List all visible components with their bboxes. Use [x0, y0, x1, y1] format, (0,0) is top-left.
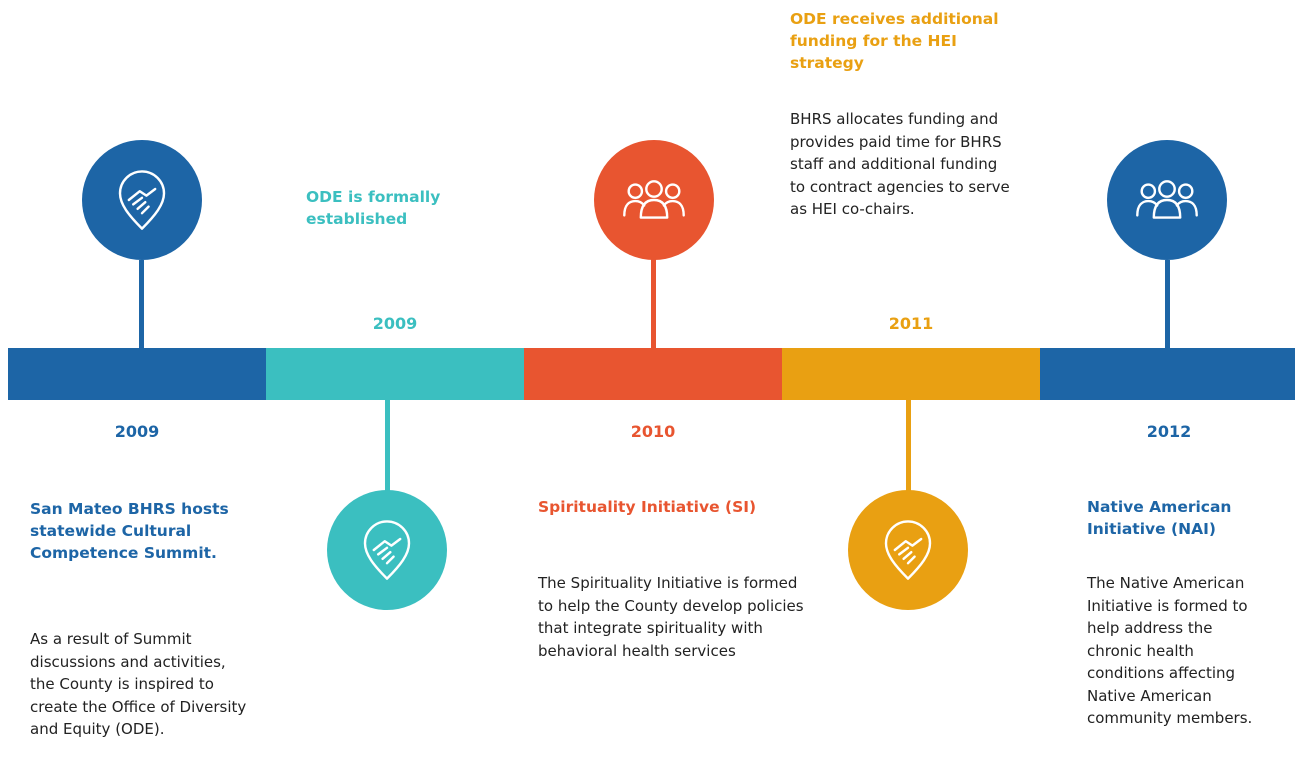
year-label: 2009	[372, 314, 418, 333]
timeline-band-2012	[1040, 348, 1295, 400]
milestone-circle	[82, 140, 202, 260]
milestone-circle	[1107, 140, 1227, 260]
people-group-icon	[1136, 180, 1198, 219]
event-description: BHRS allocates funding and provides paid…	[790, 110, 1010, 218]
event-description: The Native American Initiative is formed…	[1087, 574, 1253, 727]
timeline-band-2010	[524, 348, 782, 400]
people-group-icon	[623, 180, 685, 219]
event-title: Native American Initiative (NAI)	[1087, 498, 1232, 538]
event-description: The Spirituality Initiative is formed to…	[538, 574, 804, 660]
year-label: 2012	[1146, 422, 1192, 441]
connector-stem	[906, 400, 911, 492]
connector-stem	[385, 400, 390, 492]
event-title: ODE receives additional funding for the …	[790, 10, 999, 72]
timeline-band-2009a	[8, 348, 266, 400]
year-label: 2011	[888, 314, 934, 333]
milestone-circle	[848, 490, 968, 610]
connector-stem	[139, 260, 144, 350]
connector-stem	[651, 258, 656, 350]
timeline-band-2011	[782, 348, 1040, 400]
handshake-pin-icon	[118, 170, 166, 230]
event-title: San Mateo BHRS hosts statewide Cultural …	[30, 500, 229, 562]
milestone-circle	[327, 490, 447, 610]
milestone-circle	[594, 140, 714, 260]
timeline-band-2009b	[266, 348, 524, 400]
connector-stem	[1165, 260, 1170, 350]
event-title: ODE is formally established	[306, 188, 441, 228]
year-label: 2009	[114, 422, 160, 441]
year-label: 2010	[630, 422, 676, 441]
handshake-pin-icon	[363, 520, 411, 580]
event-title: Spirituality Initiative (SI)	[538, 498, 757, 516]
event-description: As a result of Summit discussions and ac…	[30, 630, 247, 738]
handshake-pin-icon	[884, 520, 932, 580]
